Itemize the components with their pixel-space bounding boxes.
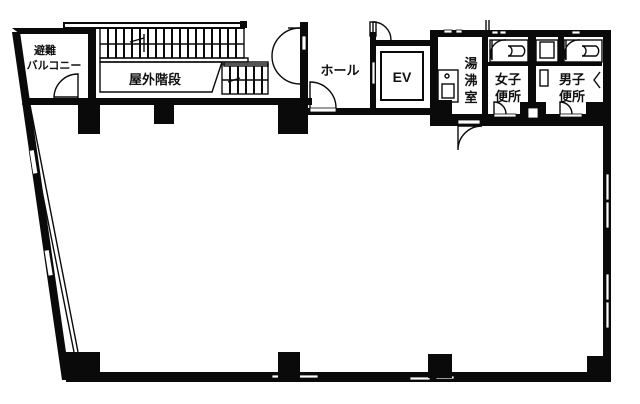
main-office-area bbox=[12, 32, 611, 382]
service-core bbox=[430, 20, 611, 151]
stair-treads-upper bbox=[100, 28, 244, 58]
right-window bbox=[605, 301, 610, 329]
left-exterior-wall bbox=[12, 32, 70, 380]
mens-restroom-label-2: 便所 bbox=[559, 89, 585, 105]
elevator-car bbox=[380, 51, 424, 101]
stair-treads-lower bbox=[221, 63, 269, 95]
bottom-window bbox=[409, 376, 431, 381]
column bbox=[278, 352, 300, 378]
left-window bbox=[22, 103, 54, 277]
womens-restroom-label-2: 便所 bbox=[495, 89, 521, 105]
column bbox=[278, 98, 304, 134]
right-window bbox=[605, 273, 610, 301]
bottom-exterior-wall bbox=[66, 372, 610, 382]
bottom-window bbox=[297, 374, 319, 379]
balcony-label-1: 避難 bbox=[34, 43, 56, 57]
column bbox=[428, 354, 452, 378]
column bbox=[78, 98, 100, 134]
mens-restroom-label-1: 男子 bbox=[559, 73, 585, 88]
room-labels: 避難 バルコニー 屋外階段 ホール EV 湯 沸 室 女子 便所 男子 便所 bbox=[27, 43, 585, 106]
elevator-label: EV bbox=[393, 69, 412, 85]
kitchenette-label-3: 室 bbox=[464, 90, 477, 106]
hall-and-elevator bbox=[271, 21, 434, 134]
balcony-and-stairs bbox=[12, 21, 312, 134]
sink bbox=[437, 69, 459, 103]
right-window bbox=[605, 201, 610, 229]
kitchenette-label-2: 沸 bbox=[464, 73, 477, 89]
column bbox=[66, 352, 100, 382]
hall-label: ホール bbox=[320, 64, 359, 79]
right-window bbox=[605, 173, 610, 201]
balcony-label-2: バルコニー bbox=[27, 59, 82, 72]
kitchenette-label-1: 湯 bbox=[464, 56, 477, 72]
outdoor-stairs-label: 屋外階段 bbox=[129, 72, 181, 88]
column bbox=[587, 356, 611, 382]
womens-restroom-label-1: 女子 bbox=[495, 72, 521, 88]
column bbox=[154, 98, 174, 124]
